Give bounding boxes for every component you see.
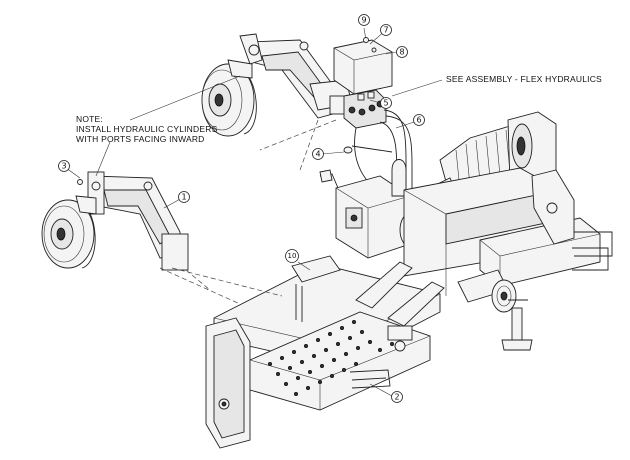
main-frame <box>403 167 613 296</box>
svg-text:4: 4 <box>315 150 320 159</box>
callout-6: 6 <box>413 114 425 126</box>
svg-text:10: 10 <box>288 252 297 260</box>
note-line-install: INSTALL HYDRAULIC CYLINDERS <box>76 124 218 134</box>
note-line-ports: WITH PORTS FACING INWARD <box>76 134 205 144</box>
pto-shaft-right <box>457 269 517 313</box>
parking-jack <box>501 299 533 351</box>
svg-text:9: 9 <box>361 16 366 25</box>
assembly-guide-lines <box>159 119 337 305</box>
hydraulic-valve-block <box>343 89 387 129</box>
callout-7: 7 <box>380 24 392 36</box>
callout-4: 4 <box>312 148 324 160</box>
lower-gauge-wheel-assembly <box>41 171 189 271</box>
rear-roller-housing <box>205 263 441 449</box>
callout-2: 2 <box>391 391 403 403</box>
note-heading: NOTE: <box>76 114 103 124</box>
valve-cover <box>333 39 393 95</box>
callout-8: 8 <box>396 46 408 58</box>
leader-lines <box>65 27 443 397</box>
callout-1: 1 <box>178 191 190 203</box>
callout-9: 9 <box>358 14 370 26</box>
tooth-bar-rows <box>267 319 394 396</box>
svg-text:5: 5 <box>383 99 388 108</box>
callout-3: 3 <box>58 160 70 172</box>
svg-text:7: 7 <box>383 26 388 35</box>
svg-text:1: 1 <box>181 193 186 202</box>
svg-text:3: 3 <box>61 162 66 171</box>
front-hitch-arms <box>291 255 445 352</box>
upper-gauge-wheel-assembly <box>201 33 353 137</box>
svg-text:2: 2 <box>394 393 399 402</box>
callout-10: 10 <box>285 249 299 263</box>
svg-text:6: 6 <box>416 116 421 125</box>
svg-text:8: 8 <box>399 48 404 57</box>
see-assembly-note: SEE ASSEMBLY - FLEX HYDRAULICS <box>446 74 602 84</box>
callout-5: 5 <box>380 97 392 109</box>
hardware-bolts <box>77 37 377 185</box>
bottom-u-bolt <box>349 369 391 389</box>
